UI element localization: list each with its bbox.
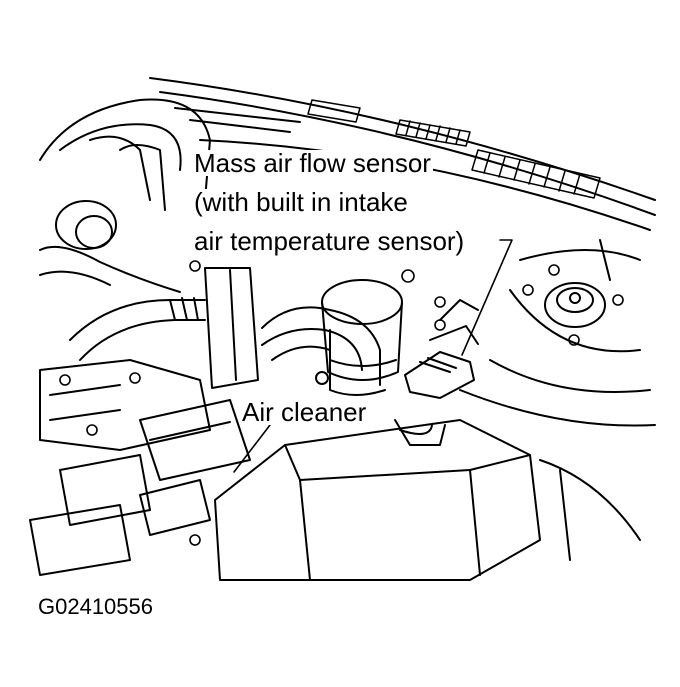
figure-code: G02410556: [38, 594, 153, 619]
label-mass-air-flow-sensor-line3: air temperature sensor): [192, 226, 467, 256]
relay-box: [139, 399, 251, 536]
duct-boot: [315, 279, 403, 385]
battery-tray: [29, 359, 211, 576]
intake-duct: [204, 267, 386, 396]
air-cleaner-housing: [214, 419, 541, 581]
maf-sensor-connector: [404, 299, 479, 399]
bolts: [59, 260, 624, 546]
label-mass-air-flow-sensor: Mass air flow sensor: [192, 148, 433, 178]
breather-hose: [69, 297, 206, 361]
label-mass-air-flow-sensor-line2: (with built in intake: [192, 187, 410, 217]
intake-manifold: [39, 98, 211, 293]
strut-tower: [459, 239, 656, 427]
fender-edge: [539, 459, 641, 561]
leader-lines: [233, 239, 513, 473]
label-air-cleaner: Air cleaner: [240, 397, 369, 427]
cowl-vent-grilles: [307, 99, 601, 199]
